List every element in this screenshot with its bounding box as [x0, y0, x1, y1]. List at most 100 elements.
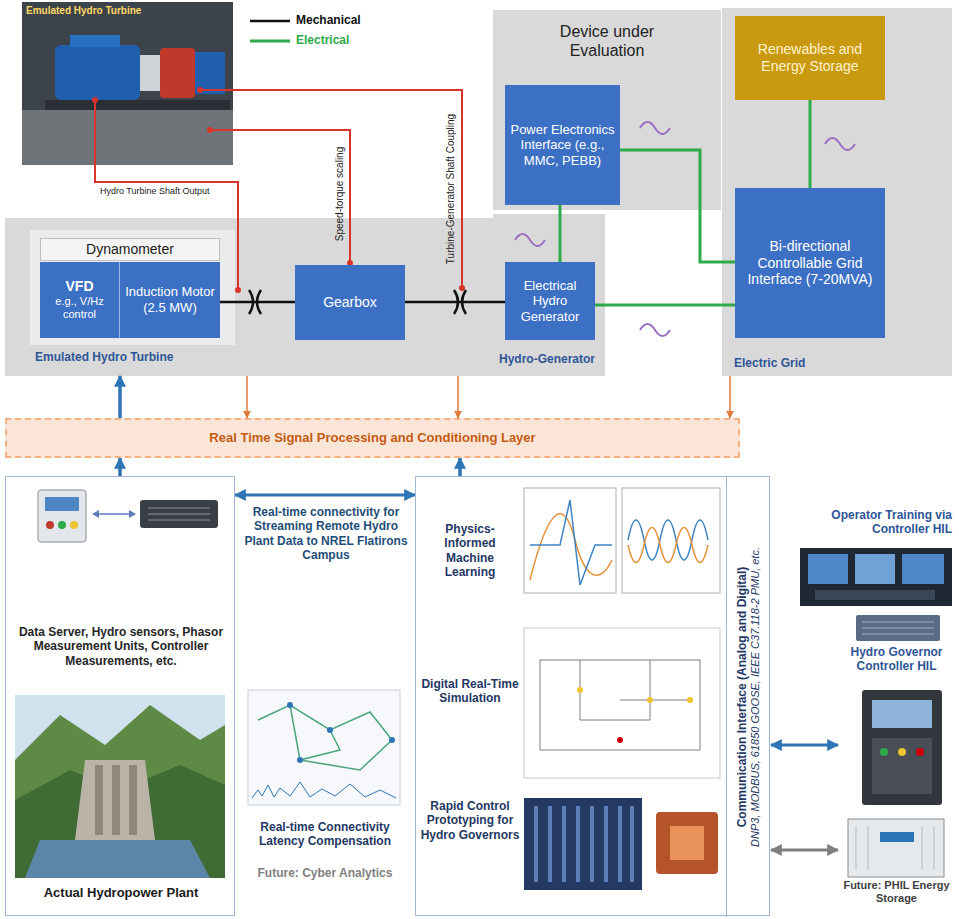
node-label: Dynamometer	[40, 238, 220, 261]
ml-plots	[524, 488, 720, 593]
text-slot: Future: Cyber Analytics	[245, 866, 405, 880]
node-label: Hydro Governor Controller HIL	[838, 645, 955, 674]
feature-label: Real-time Connectivity Latency Compensat…	[245, 820, 405, 849]
node-sublabel: e.g., V/Hz control	[45, 295, 114, 321]
rotated-text-holder: Communication Interface (Analog and Digi…	[735, 487, 763, 907]
connector	[729, 376, 731, 418]
node-sublabel: DNP3, MODBUS, 61850 GOOSE, IEEE C37.118-…	[750, 487, 763, 907]
node-label: Physics-Informed Machine Learning	[420, 522, 520, 580]
text-slot: Hydro Turbine Shaft Output	[100, 186, 232, 197]
text-slot: Emulated Hydro Turbine	[26, 5, 226, 17]
node-label: Electrical Hydro Generator	[510, 278, 590, 325]
connector	[405, 301, 505, 304]
node-sublabel: Digital Real-Time Simulation	[420, 677, 520, 706]
communication-strip: Communication Interface (Analog and Digi…	[726, 477, 771, 917]
text-slot: Digital Real-Time Simulation	[420, 677, 520, 706]
storage-box: Renewables and Energy Storage	[735, 16, 885, 100]
text-slot: Data Server, Hydro sensors, Phasor Measu…	[14, 625, 228, 668]
text-slot: Turbine-Generator Shaft Coupling	[445, 99, 457, 279]
node-label: VFD	[66, 278, 94, 295]
text-slot: Device under Evaluation	[537, 22, 677, 60]
connector	[809, 100, 812, 188]
node-sublabel: Rapid Control Prototyping for Hydro Gove…	[420, 799, 520, 842]
node-label: Future: PHIL Energy Storage	[838, 879, 955, 905]
leader-label: Speed-torque scaling	[334, 134, 346, 254]
connector	[771, 849, 838, 852]
panel-ground	[30, 230, 235, 345]
processing-band: Real Time Signal Processing and Conditio…	[5, 418, 740, 458]
leader-label: Hydro Turbine Shaft Output	[100, 186, 232, 197]
node-label: Hydro-Generator	[499, 352, 603, 366]
generator-box: Electrical Hydro Generator	[505, 262, 595, 340]
text-slot: Dynamometer	[40, 238, 220, 261]
node-label: Device under Evaluation	[537, 22, 677, 60]
node-label: Electric Grid	[734, 356, 934, 370]
governor-hil: Hydro Governor Controller HIL	[838, 612, 955, 810]
text-slot: Emulated Hydro Turbine	[35, 350, 235, 364]
governor-controller	[862, 690, 942, 805]
lab-panel: Physics-Informed Machine LearningDigital…	[415, 476, 770, 916]
node-label: Emulated Hydro Turbine	[35, 350, 235, 364]
text-slot: Actual Hydropower Plant	[14, 885, 228, 901]
grid-interface-box: Bi-directional Controllable Grid Interfa…	[735, 188, 885, 338]
node-label: Data Server, Hydro sensors, Phasor Measu…	[14, 625, 228, 668]
legend-entry: Mechanical	[296, 13, 406, 27]
energy-storage-container	[848, 819, 944, 877]
node-sublabel: Actual Hydropower Plant	[14, 885, 228, 901]
network-graph-image	[248, 690, 400, 805]
turbine-photo	[22, 2, 233, 165]
power-electronics-box: Power Electronics Interface (e.g., MMC, …	[505, 85, 620, 205]
panel-ground	[5, 218, 493, 376]
text-slot: Electric Grid	[734, 356, 934, 370]
text-slot: Real-time Connectivity Latency Compensat…	[245, 820, 405, 849]
prototyping-hardware	[524, 798, 718, 890]
text-slot: Real-time connectivity for Streaming Rem…	[240, 505, 412, 563]
text-slot: Speed-torque scaling	[334, 134, 346, 254]
connector	[771, 744, 838, 747]
legend-entry: Electrical	[296, 33, 406, 47]
text-slot: Physics-Informed Machine Learning	[420, 522, 520, 580]
phil-storage: Future: PHIL Energy Storage	[838, 815, 955, 916]
node-label: Renewables and Energy Storage	[740, 41, 880, 75]
drive-box: VFDe.g., V/Hz control	[40, 262, 120, 338]
connector	[235, 494, 415, 497]
controller-rack	[856, 615, 940, 641]
panel-ground	[493, 10, 721, 210]
connector	[457, 376, 459, 418]
node-label: Operator Training via Controller HIL	[790, 508, 952, 537]
future-note: Future: Cyber Analytics	[245, 866, 405, 880]
operator-training: Operator Training via Controller HIL	[790, 508, 955, 608]
connector	[595, 304, 735, 307]
plant-panel: Data Server, Hydro sensors, Phasor Measu…	[5, 476, 235, 916]
node-label: Power Electronics Interface (e.g., MMC, …	[510, 122, 615, 169]
node-label: Real Time Signal Processing and Conditio…	[209, 430, 535, 446]
connector	[559, 205, 562, 262]
node-label: Bi-directional Controllable Grid Interfa…	[740, 238, 880, 288]
legend-label: Mechanical	[296, 13, 406, 27]
grid-panel: Electric Grid Renewables and Energy Stora…	[722, 8, 952, 376]
hydropower-plant-photo	[15, 695, 225, 878]
text-slot: Future: PHIL Energy Storage	[838, 879, 955, 905]
dynamometer-group: DynamometerVFDe.g., V/Hz controlInductio…	[30, 230, 235, 345]
connector	[220, 301, 295, 304]
connector-label: Real-time connectivity for Streaming Rem…	[240, 505, 412, 563]
legend-samples	[250, 21, 290, 41]
operator-console	[800, 548, 952, 606]
pmu-device-icon	[38, 490, 218, 542]
connector	[620, 150, 735, 262]
connector	[246, 376, 248, 418]
text-slot: Hydro-Generator	[499, 352, 603, 366]
panel-ground	[722, 8, 952, 376]
panel-ground	[493, 214, 605, 376]
device-panel: Device under EvaluationPower Electronics…	[493, 10, 721, 210]
node-label: Gearbox	[323, 294, 377, 311]
text-slot: Hydro Governor Controller HIL	[838, 645, 955, 674]
node-label: Induction Motor (2.5 MW)	[125, 284, 215, 315]
gearbox-box: Gearbox	[295, 265, 405, 340]
leader-label: Turbine-Generator Shaft Coupling	[445, 99, 457, 279]
legend-label: Electrical	[296, 33, 406, 47]
simulation-circuit	[524, 628, 720, 778]
